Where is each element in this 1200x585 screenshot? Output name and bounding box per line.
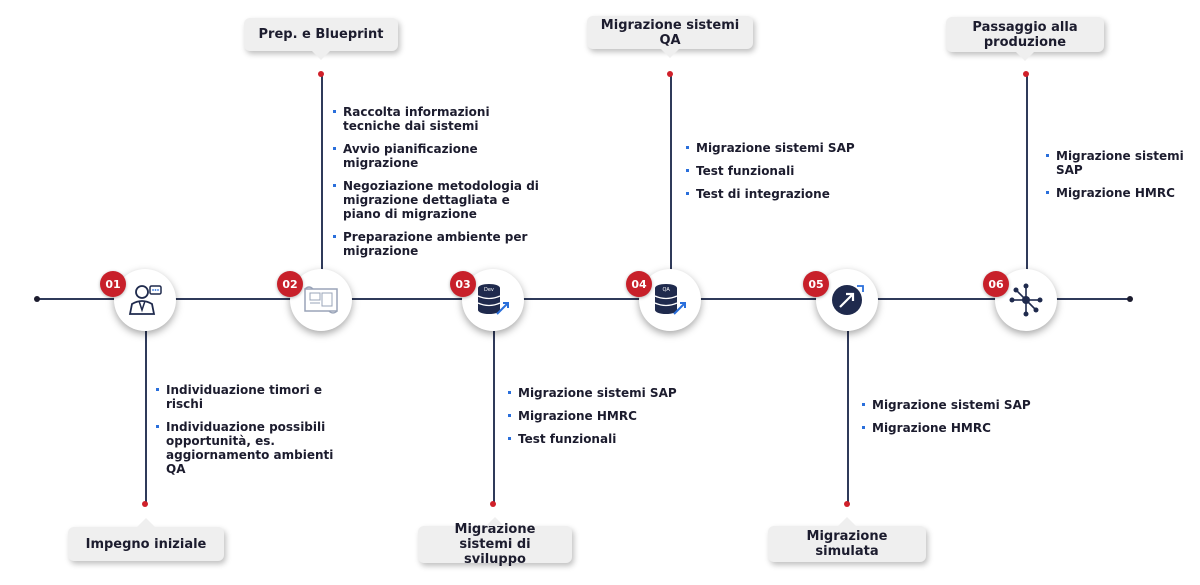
- connector-dot-step-05: [844, 501, 850, 507]
- network-hub-icon: [1009, 283, 1043, 317]
- connector-step-01: [145, 331, 147, 504]
- list-item: Individuazione possibili opportunità, es…: [156, 420, 356, 476]
- step-01-title-text: Impegno iniziale: [85, 536, 207, 552]
- step-02-list: Raccolta informazioni tecniche dai siste…: [333, 105, 548, 267]
- timeline-end-dot: [1127, 296, 1133, 302]
- list-item: Test funzionali: [686, 164, 866, 178]
- qa-database-icon: QA: [654, 284, 686, 315]
- list-item: Migrazione sistemi SAP: [862, 398, 1042, 412]
- connector-step-03: [493, 331, 495, 504]
- qa-label: QA: [663, 287, 671, 293]
- list-item: Migrazione HMRC: [862, 421, 1042, 435]
- connector-step-05: [847, 331, 849, 504]
- step-04-title: Migrazione sistemi QA: [587, 16, 753, 58]
- step-03-list: Migrazione sistemi SAP Migrazione HMRC T…: [508, 386, 688, 455]
- dev-database-icon: Dev: [477, 284, 509, 315]
- list-item: Avvio pianificazione migrazione: [333, 142, 548, 170]
- step-03-title-text: Migrazione sistemi di sviluppo: [454, 522, 536, 567]
- step-04-circle: QA: [639, 269, 701, 331]
- step-02-badge: 02: [277, 271, 303, 297]
- list-item: Preparazione ambiente per migrazione: [333, 230, 548, 258]
- timeline-axis: [36, 298, 1130, 300]
- step-05-title: Migrazione simulata: [768, 517, 926, 562]
- list-item: Negoziazione metodologia di migrazione d…: [333, 179, 548, 221]
- step-04-badge: 04: [626, 271, 652, 297]
- connector-dot-step-06: [1023, 71, 1029, 77]
- connector-step-06: [1026, 75, 1028, 270]
- step-02-title: Prep. e Blueprint: [244, 18, 398, 60]
- connector-step-04: [670, 75, 672, 270]
- consultant-icon: [128, 285, 162, 315]
- list-item: Test di integrazione: [686, 187, 866, 201]
- step-05-list: Migrazione sistemi SAP Migrazione HMRC: [862, 398, 1042, 444]
- step-05-title-text: Migrazione simulata: [806, 529, 888, 559]
- step-06-title-text: Passaggio alla produzione: [972, 19, 1078, 50]
- list-item: Raccolta informazioni tecniche dai siste…: [333, 105, 548, 133]
- step-04-list: Migrazione sistemi SAP Test funzionali T…: [686, 141, 866, 210]
- timeline-start-dot: [34, 296, 40, 302]
- list-item: Migrazione HMRC: [1046, 186, 1196, 200]
- step-06-badge: 06: [983, 271, 1009, 297]
- connector-step-02: [321, 75, 323, 270]
- step-04-title-text: Migrazione sistemi QA: [600, 17, 740, 48]
- step-06-list: Migrazione sistemi SAP Migrazione HMRC: [1046, 149, 1196, 209]
- step-01-list: Individuazione timori e rischi Individua…: [156, 383, 356, 485]
- dev-label: Dev: [484, 287, 494, 293]
- step-01-badge: 01: [100, 271, 126, 297]
- list-item: Migrazione sistemi SAP: [686, 141, 866, 155]
- simulation-arrow-icon: [832, 285, 864, 315]
- list-item: Migrazione HMRC: [508, 409, 688, 423]
- step-03-title: Migrazione sistemi di sviluppo: [418, 517, 572, 567]
- blueprint-icon: [304, 286, 338, 314]
- step-05-badge: 05: [803, 271, 829, 297]
- connector-dot-step-02: [318, 71, 324, 77]
- list-item: Test funzionali: [508, 432, 688, 446]
- connector-dot-step-04: [667, 71, 673, 77]
- connector-dot-step-01: [142, 501, 148, 507]
- list-item: Migrazione sistemi SAP: [1046, 149, 1196, 177]
- step-01-title: Impegno iniziale: [68, 518, 224, 561]
- step-02-title-text: Prep. e Blueprint: [258, 27, 384, 42]
- step-06-circle: [995, 269, 1057, 331]
- list-item: Individuazione timori e rischi: [156, 383, 356, 411]
- step-03-badge: 03: [450, 271, 476, 297]
- connector-dot-step-03: [490, 501, 496, 507]
- list-item: Migrazione sistemi SAP: [508, 386, 688, 400]
- step-06-title: Passaggio alla produzione: [946, 17, 1104, 61]
